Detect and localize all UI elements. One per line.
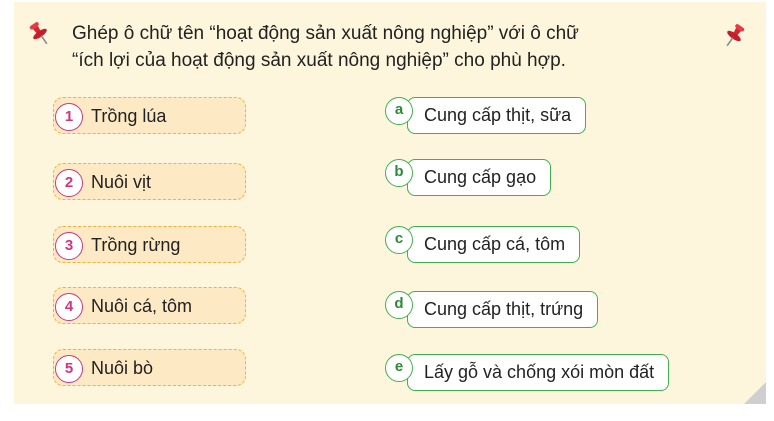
benefit-label: Cung cấp thịt, sữa	[407, 97, 587, 134]
activity-item-4[interactable]: 4 Nuôi cá, tôm	[53, 287, 246, 324]
benefit-letter-badge: a	[385, 97, 413, 125]
push-pin-icon	[29, 22, 48, 45]
instruction-text: Ghép ô chữ tên “hoạt động sản xuất nông …	[72, 20, 722, 74]
benefit-label: Lấy gỗ và chống xói mòn đất	[407, 354, 670, 391]
activity-item-5[interactable]: 5 Nuôi bò	[53, 349, 246, 386]
page-corner-fold	[744, 382, 766, 404]
activity-item-3[interactable]: 3 Trồng rừng	[53, 226, 246, 263]
exercise-card	[14, 2, 766, 404]
activity-label: Trồng lúa	[91, 106, 167, 126]
benefit-label: Cung cấp gạo	[407, 159, 552, 196]
benefit-label: Cung cấp thịt, trứng	[407, 291, 599, 328]
activity-number-badge: 4	[55, 293, 83, 321]
benefit-letter-badge: d	[385, 291, 413, 319]
benefit-letter-badge: e	[385, 354, 413, 382]
instruction-line-2: “ích lợi của hoạt động sản xuất nông ngh…	[72, 50, 566, 71]
push-pin-icon	[726, 24, 745, 47]
instruction-line-1: Ghép ô chữ tên “hoạt động sản xuất nông …	[72, 23, 579, 44]
activity-label: Nuôi vịt	[91, 172, 152, 192]
benefit-letter-badge: c	[385, 226, 413, 254]
activity-number-badge: 2	[55, 169, 83, 197]
activity-item-2[interactable]: 2 Nuôi vịt	[53, 163, 246, 200]
activity-number-badge: 3	[55, 232, 83, 260]
activity-number-badge: 1	[55, 103, 83, 131]
benefit-label: Cung cấp cá, tôm	[407, 226, 581, 263]
benefit-letter-badge: b	[385, 159, 413, 187]
activity-label: Nuôi bò	[91, 358, 154, 378]
activity-label: Trồng rừng	[91, 235, 181, 255]
activity-label: Nuôi cá, tôm	[91, 296, 193, 316]
activity-number-badge: 5	[55, 355, 83, 383]
activity-item-1[interactable]: 1 Trồng lúa	[53, 97, 246, 134]
